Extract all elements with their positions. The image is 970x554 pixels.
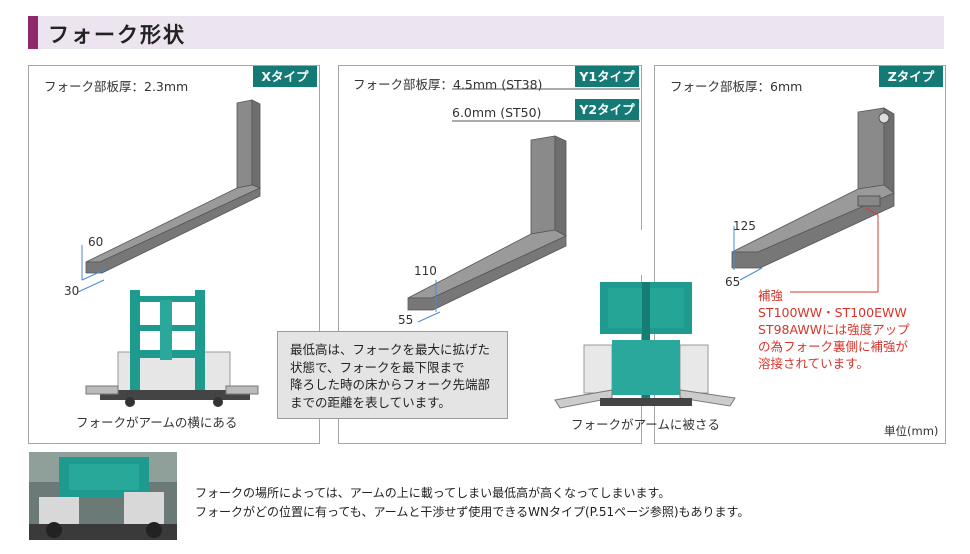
y-dim-width: 55 (398, 313, 414, 327)
x-thickness-label: フォーク部板厚：2.3mm (44, 79, 189, 94)
reinforce-line-4: 溶接されています。 (758, 356, 869, 371)
reinforce-label: 補強 (758, 288, 784, 303)
min-height-note: 最低高は、フォークを最大に拡げた 状態で、フォークを最下限まで 降ろした時の床か… (277, 331, 508, 419)
bottom-text-line-2: フォークがどの位置に有っても、アームと干渉せず使用できるWNタイプ(P.51ペー… (195, 505, 750, 519)
y-caption: フォークがアームに被さる (571, 417, 720, 432)
z-fork-illustration (731, 107, 895, 269)
reinforce-line-2: ST98AWWには強度アップ (758, 322, 910, 337)
x-machine-illustration (85, 290, 259, 407)
x-fork-illustration (85, 99, 262, 274)
badge-y2-type: Y2タイプ (575, 99, 639, 120)
note-line-4: までの距離を表しています。 (290, 394, 451, 410)
badge-z-type: Zタイプ (879, 66, 943, 87)
header-accent-bar (28, 16, 38, 49)
y-thickness-label-2: 6.0mm (ST50) (452, 105, 542, 120)
reinforce-line-3: の為フォーク裏側に補強が (758, 339, 909, 354)
note-line-1: 最低高は、フォークを最大に拡げた (290, 342, 491, 357)
x-dim-height: 60 (88, 235, 104, 249)
z-dim-height: 125 (733, 219, 756, 233)
page-title: フォーク形状 (48, 23, 186, 47)
x-dim-width: 30 (64, 284, 80, 298)
y-dim-height: 110 (414, 264, 437, 278)
unit-label: 単位(mm) (884, 424, 939, 438)
interference-photo (29, 452, 177, 540)
reinforce-line-1: ST100WW・ST100EWW (758, 305, 907, 320)
note-line-3: 降ろした時の床からフォーク先端部 (290, 377, 491, 392)
z-thickness-label: フォーク部板厚：6mm (670, 79, 803, 94)
badge-x-type: Xタイプ (253, 66, 317, 87)
note-line-2: 状態で、フォークを最下限まで (290, 359, 465, 375)
y-machine-illustration (554, 282, 736, 409)
y-fork-illustration (407, 135, 567, 311)
x-caption: フォークがアームの横にある (76, 415, 238, 430)
photo-illustration (29, 452, 177, 540)
badge-y1-type: Y1タイプ (575, 66, 639, 87)
z-dim-width: 65 (725, 275, 741, 289)
bottom-text-line-1: フォークの場所によっては、アームの上に載ってしまい最低高が高くなってしまいます。 (195, 486, 671, 500)
y-thickness-label-1: フォーク部板厚：4.5mm (ST38) (353, 77, 543, 92)
section-header: フォーク形状 (28, 16, 944, 49)
